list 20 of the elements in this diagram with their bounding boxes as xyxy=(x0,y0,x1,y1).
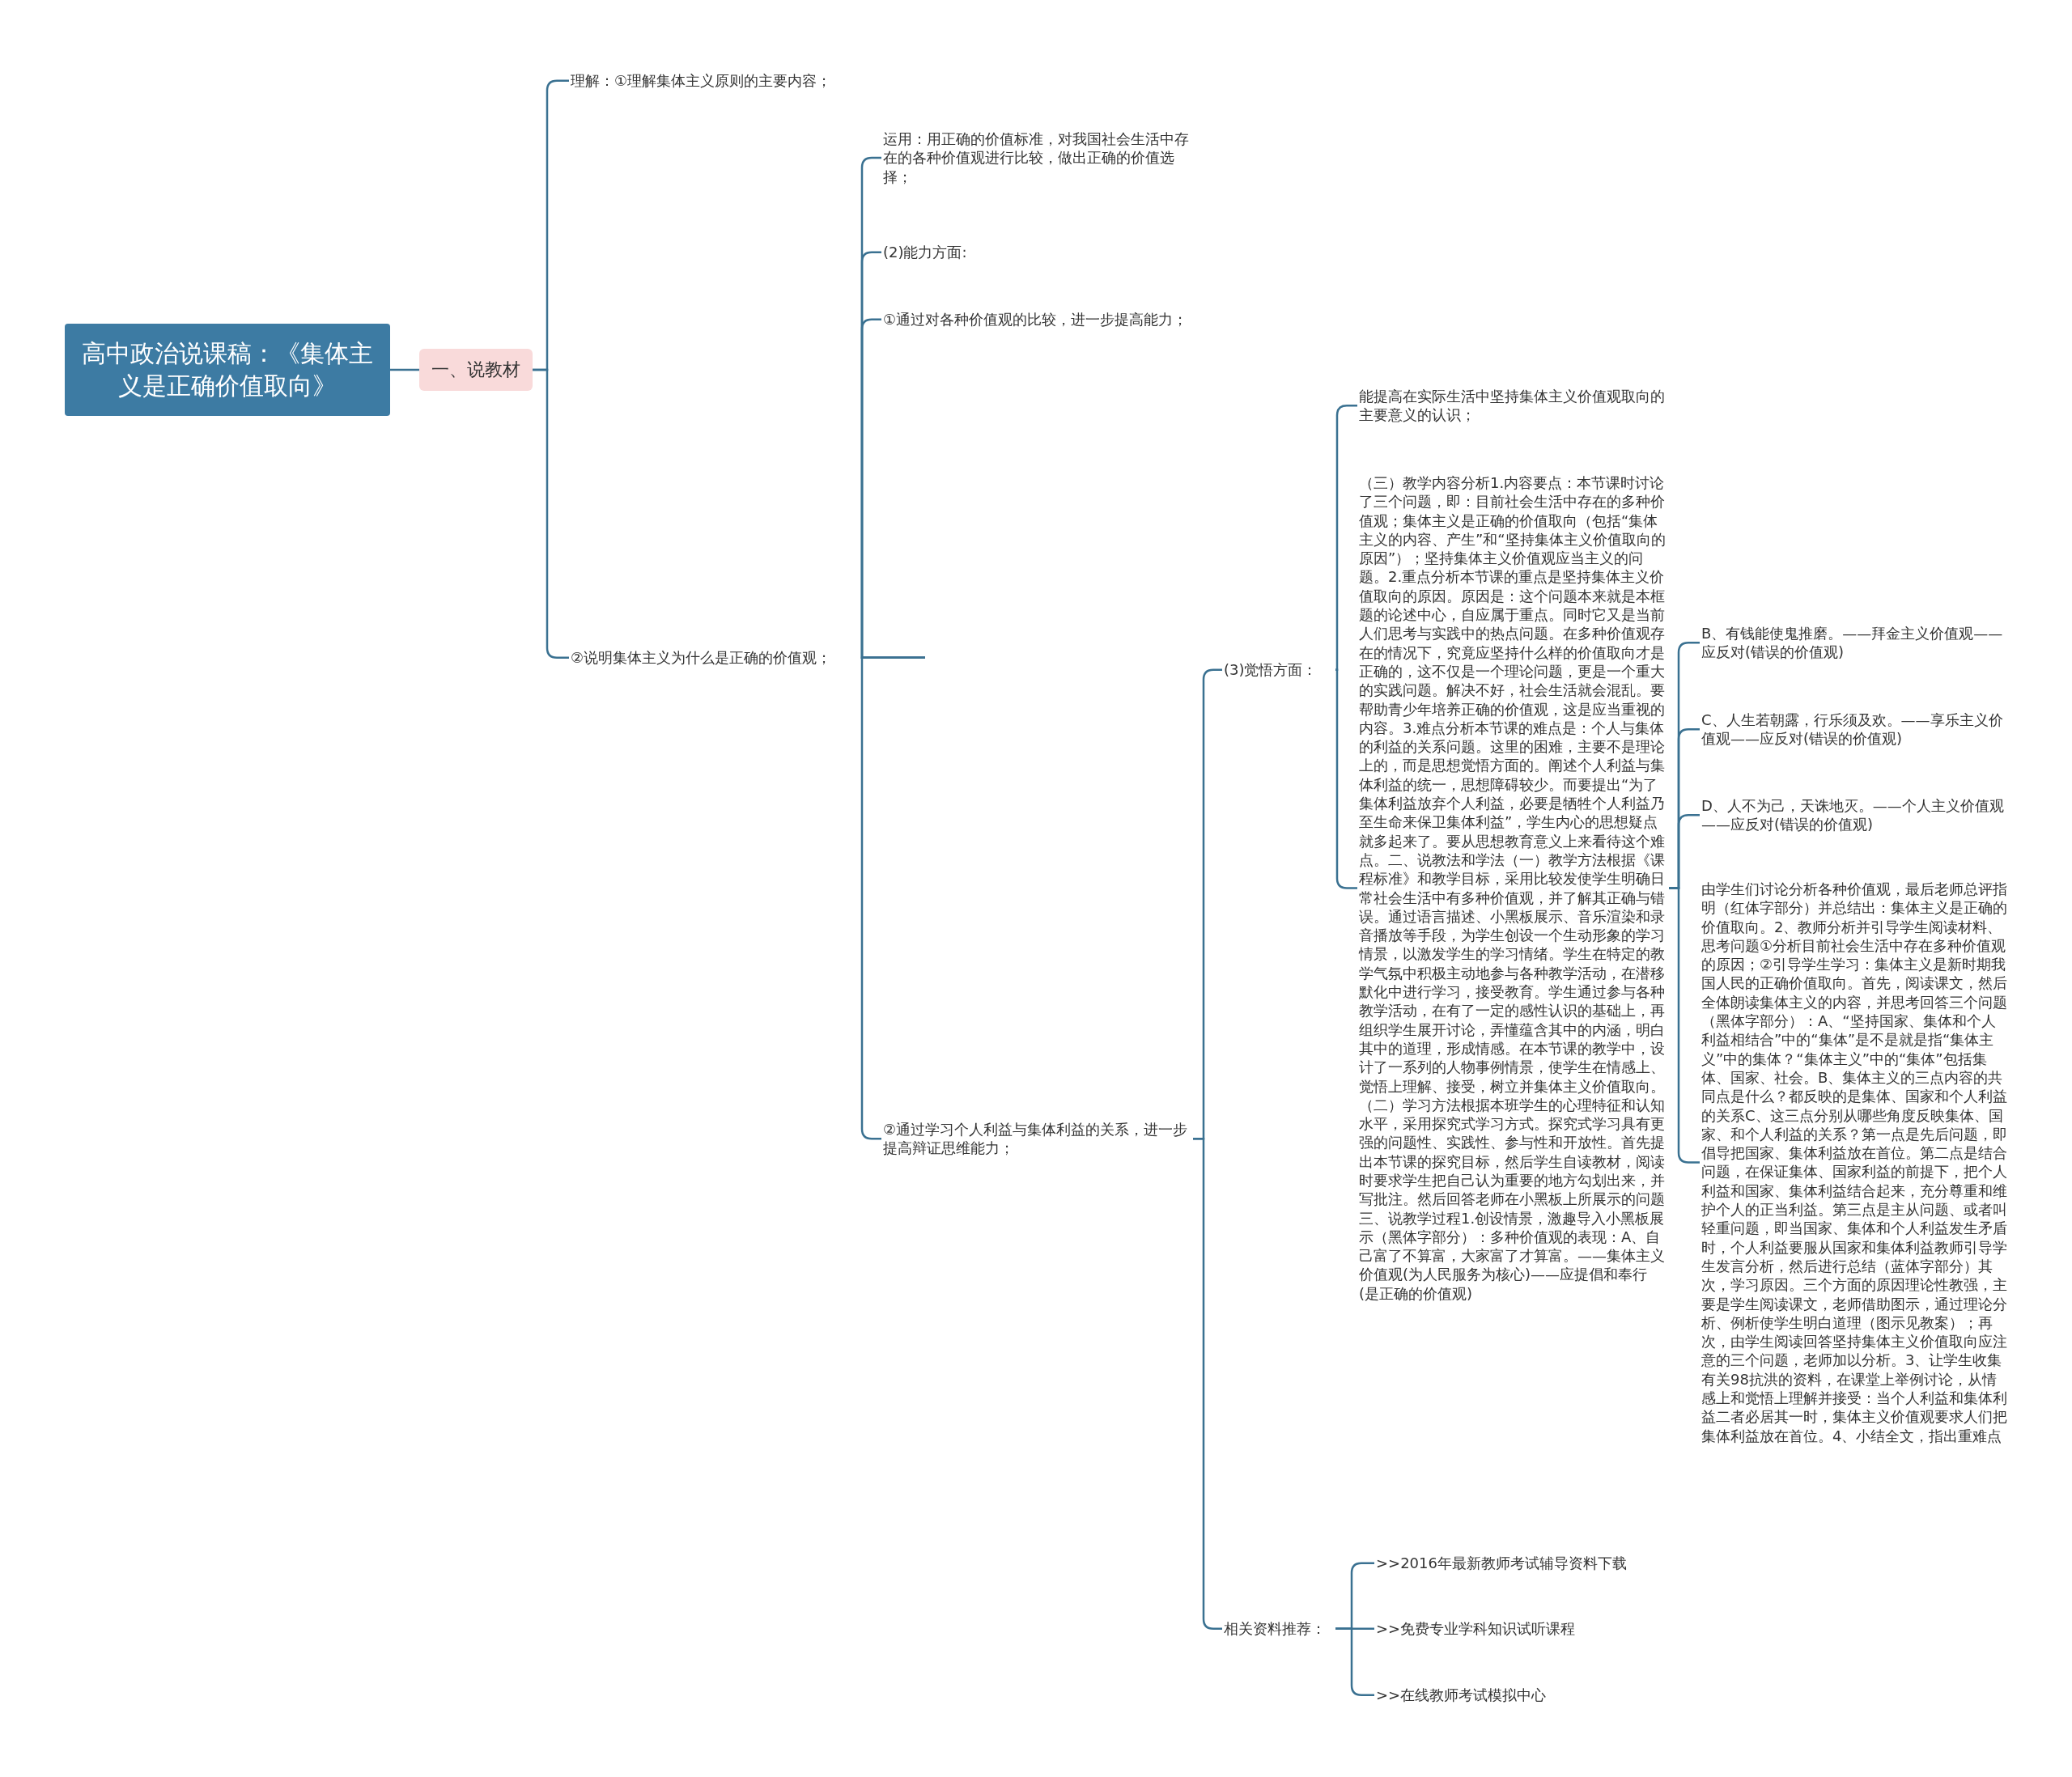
topic-text: 相关资料推荐： xyxy=(1222,1619,1335,1639)
topic-text: ①通过对各种价值观的比较，进一步提高能力； xyxy=(881,310,1193,329)
branch-connector xyxy=(390,368,419,371)
topic-text: ②通过学习个人利益与集体利益的关系，进一步提高辩证思维能力； xyxy=(881,1120,1193,1158)
topic-text: 理解：①理解集体主义原则的主要内容； xyxy=(569,71,925,91)
main-topic-box: 一、说教材 xyxy=(419,349,533,391)
topic-text: （三）教学内容分析1.内容要点：本节课时讨论了三个问题，即：目前社会生活中存在的多种价值观；集体主义是正确的价值取向（包括“集体主义的内容、产生”和“坚持集体主义价值取向的原因”）；坚持集体主义价值观应当主义的问题。2.重点分析本节课的重点是坚持集体主义价值取向的原因。原因是：这个问题本来就是本框题的论述中心，自应属于重点。同时它又是当前人们思考与实践中的热点问题。在多种价值观存在的情况下，究竟应坚持什么样的价值取向才是正确的，这不仅是一个理论问题，更是一个重大的实践问题。解决不好，社会生活就会混乱。要帮助青少年培养正确的价值观，这是应当重视的内容。3.难点分析本节课的难点是：个人与集体的利益的关系问题。这里的困难，主要不是理论上的，而是思想觉悟方面的。阐述个人利益与集体利益的统一，思想障碍较少。而要提出“为了集体利益放弃个人利益，必要是牺牲个人利益乃至生命来保卫集体利益”，学生内心的思想疑点就多起来了。要从思想教育意义上来看待这个难点。二、说教法和学法（一）教学方法根据《课程标准》和教学目标，采用比较发使学生明确日常社会生活中有多种价值观，并了解其正确与错误。通过语言描述、小黑板展示、音乐渲染和录音播放等手段，为学生创设一个生动形象的学习情景，以激发学生的学习情绪。学生在特定的教学气氛中积极主动地参与各种教学活动，在潜移默化中进行学习，接受教育。学生通过参与各种教学活动，在有了一定的感性认识的基础上，再组织学生展开讨论，弄懂蕴含其中的内涵，明白其中的道理，形成情感。在本节课的教学中，设计了一系列的人物事例情景，使学生在情感上、觉悟上理解、接受，树立并集体主义价值取向。（二）学习方法根据本班学生的心理特征和认知水平，采用探究式学习方式。探究式学习具有更强的问题性、实践性、参与性和开放性。首先提出本节课的探究目标，然后学生自读教材，阅读时要求学生把自己认为重要的地方勾划出来，并写批注。然后回答老师在小黑板上所展示的问题三、说教学过程1.创设情景，激趣导入小黑板展示（黑体字部分）：多种价值观的表现：A、自己富了不算富，大家富了才算富。——集体主义价值观(为人民服务为核心)——应提倡和奉行(是正确的价值观) xyxy=(1357,473,1669,1304)
topic-text: 运用：用正确的价值标准，对我国社会生活中存在的各种价值观进行比较，做出正确的价值选择； xyxy=(881,129,1193,186)
topic-text: D、人不为己，天诛地灭。——个人主义价值观——应反对(错误的价值观) xyxy=(1700,796,2011,834)
topic-text: >>2016年最新教师考试辅导资料下载 xyxy=(1374,1554,1795,1573)
topic-text: >>在线教师考试模拟中心 xyxy=(1374,1686,1795,1705)
topic-text: (2)能力方面: xyxy=(881,243,1193,262)
topic-text: ②说明集体主义为什么是正确的价值观； xyxy=(569,648,925,668)
topic-text: 由学生们讨论分析各种价值观，最后老师总评指明（红体字部分）并总结出：集体主义是正确的价值取向。2、教师分析并引导学生阅读材料、思考问题①分析目前社会生活中存在多种价值观的原因；②引导学生学习：集体主义是新时期我国人民的正确价值取向。首先，阅读课文，然后全体朗读集体主义的内容，并思考回答三个问题（黑体字部分）：A、“坚持国家、集体和个人利益相结合”中的“集体”是不是就是指“集体主义”中的集体？“集体主义”中的“集体”包括集体、国家、社会。B、集体主义的三点内容的共同点是什么？都反映的是集体、国家和个人利益的关系C、这三点分别从哪些角度反映集体、国家、和个人利益的关系？第一点是先后问题，即倡导把国家、集体利益放在首位。第二点是结合问题，在保证集体、国家利益的前提下，把个人利益和国家、集体利益结合起来，充分尊重和维护个人的正当利益。第三点是主从问题、或者叫轻重问题，即当国家、集体和个人利益发生矛盾时，个人利益要服从国家和集体利益教师引导学生发言分析，然后进行总结（蓝体字部分）其次，学习原因。三个方面的原因理论性教强，主要是学生阅读课文，老师借助图示，通过理论分析、例析使学生明白道理（图示见教案）；再次，由学生阅读回答坚持集体主义价值取向应注意的三个问题，老师加以分析。3、让学生收集有关98抗洪的资料，在课堂上举例讨论，从情感上和觉悟上理解并接受：当个人利益和集体利益二者必居其一时，集体主义价值观要求人们把集体利益放在首位。4、小结全文，指出重难点 xyxy=(1700,880,2011,1445)
central-topic-box: 高中政治说课稿：《集体主义是正确价值取向》 xyxy=(65,324,390,416)
topic-text: (3)觉悟方面： xyxy=(1222,660,1335,680)
topic-text: C、人生若朝露，行乐须及欢。——享乐主义价值观——应反对(错误的价值观) xyxy=(1700,710,2011,749)
topic-text: >>免费专业学科知识试听课程 xyxy=(1374,1619,1795,1639)
topic-text: B、有钱能使鬼推磨。——拜金主义价值观——应反对(错误的价值观) xyxy=(1700,624,2011,662)
topic-text: 能提高在实际生活中坚持集体主义价值观取向的主要意义的认识； xyxy=(1357,387,1669,425)
